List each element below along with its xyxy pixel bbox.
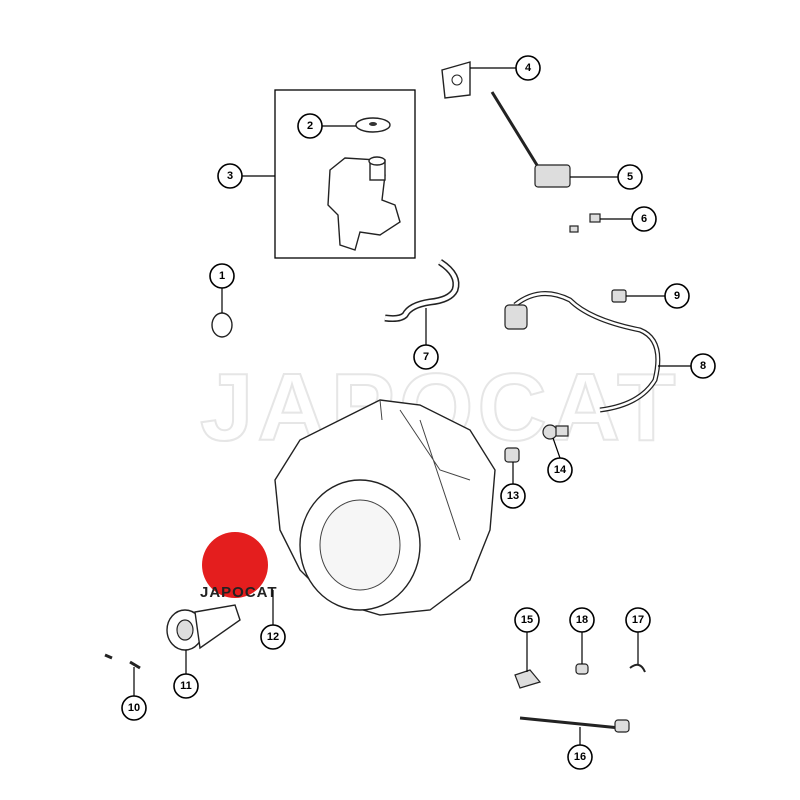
leader-lines	[133, 67, 691, 745]
svg-text:15: 15	[521, 614, 533, 626]
wire-clip[interactable]	[629, 663, 646, 673]
callout-12[interactable]: 12	[260, 624, 286, 650]
callout-3[interactable]: 3	[217, 163, 243, 189]
callout-11[interactable]: 11	[173, 673, 199, 699]
connector-clip[interactable]	[514, 669, 542, 689]
callout-7[interactable]: 7	[413, 344, 439, 370]
japocat-logo: JAPOCAT	[200, 532, 278, 601]
svg-text:10: 10	[128, 702, 140, 714]
bolt[interactable]	[104, 653, 141, 670]
reservoir-cap[interactable]	[355, 117, 391, 133]
fitting[interactable]	[611, 289, 627, 303]
svg-text:12: 12	[267, 631, 279, 643]
o-ring[interactable]	[211, 312, 233, 338]
callout-4[interactable]: 4	[515, 55, 541, 81]
logo-text: JAPOCAT	[200, 584, 278, 601]
plug[interactable]	[504, 447, 520, 463]
callout-1[interactable]: 1	[209, 263, 235, 289]
svg-text:5: 5	[627, 171, 633, 183]
bleeder-valve[interactable]	[542, 424, 569, 440]
svg-text:13: 13	[507, 490, 519, 502]
svg-text:14: 14	[554, 464, 567, 476]
clutch-line[interactable]	[504, 291, 661, 413]
release-bearing[interactable]	[166, 604, 241, 651]
clutch-master-cylinder[interactable]	[327, 156, 401, 251]
callout-5[interactable]: 5	[617, 164, 643, 190]
svg-text:2: 2	[307, 120, 313, 132]
wiring-harness[interactable]	[519, 716, 630, 733]
retainer-clip[interactable]	[575, 663, 589, 675]
svg-text:1: 1	[219, 270, 225, 282]
svg-text:16: 16	[574, 751, 586, 763]
logo-badge	[202, 532, 268, 598]
mounting-gasket[interactable]	[441, 61, 471, 99]
callout-13[interactable]: 13	[500, 483, 526, 509]
svg-text:9: 9	[674, 290, 680, 302]
svg-text:8: 8	[700, 360, 706, 372]
clutch-pushrod[interactable]	[490, 91, 571, 188]
clutch-hose[interactable]	[384, 259, 460, 323]
svg-text:11: 11	[180, 680, 192, 692]
svg-text:4: 4	[525, 62, 532, 74]
transmission-assembly[interactable]	[274, 399, 496, 616]
callout-17[interactable]: 17	[625, 607, 651, 633]
assembly-group-box	[274, 89, 416, 259]
callout-6[interactable]: 6	[631, 206, 657, 232]
svg-text:7: 7	[423, 351, 429, 363]
callout-14[interactable]: 14	[547, 457, 573, 483]
callout-18[interactable]: 18	[569, 607, 595, 633]
callout-15[interactable]: 15	[514, 607, 540, 633]
callout-16[interactable]: 16	[567, 744, 593, 770]
svg-text:3: 3	[227, 170, 233, 182]
clip[interactable]	[569, 213, 601, 233]
svg-text:6: 6	[641, 213, 647, 225]
callout-9[interactable]: 9	[664, 283, 690, 309]
callout-8[interactable]: 8	[690, 353, 716, 379]
callout-10[interactable]: 10	[121, 695, 147, 721]
callout-2[interactable]: 2	[297, 113, 323, 139]
svg-text:18: 18	[576, 614, 588, 626]
svg-text:17: 17	[632, 614, 644, 626]
